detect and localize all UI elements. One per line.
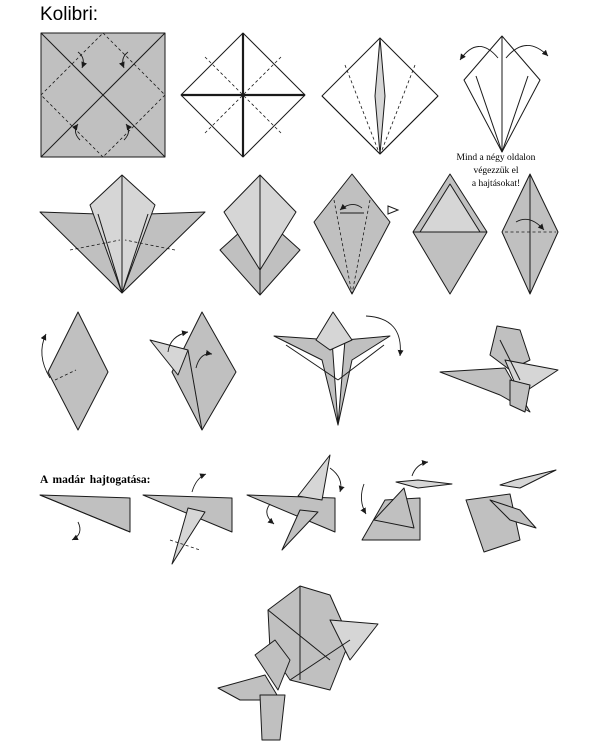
note-line: végezzük el [473,166,519,176]
head-step-3 [246,454,345,551]
step-12-wings [273,311,404,426]
note-line: Mind a négy oldalon [456,153,536,163]
page-title: Kolibri: [40,4,99,25]
head-step-4 [360,460,453,541]
instruction-note: Mind a négy oldalon végezzük el a hajtás… [436,152,556,191]
step-3-kite [321,37,439,155]
step-11-reverse-fold [149,311,237,431]
step-13-bird-body [439,325,559,413]
section-label: A madár hajtogatása: [40,474,151,486]
step-7-petal-fold [313,173,400,295]
step-4-kite-unfold [459,35,549,153]
step-2-diamond [180,32,306,158]
head-step-5 [465,469,557,553]
head-step-1 [39,494,131,541]
note-line: a hajtásokat! [471,179,521,189]
step-10-narrow-diamond [40,311,109,431]
step-5-spread-flaps [39,174,206,294]
step-9-turn-over [501,173,559,295]
head-step-2 [142,473,233,565]
final-hummingbird [217,585,379,741]
step-1-square [40,32,166,158]
step-6-diamond-layers [219,174,301,296]
step-8-petal-result [412,173,488,295]
